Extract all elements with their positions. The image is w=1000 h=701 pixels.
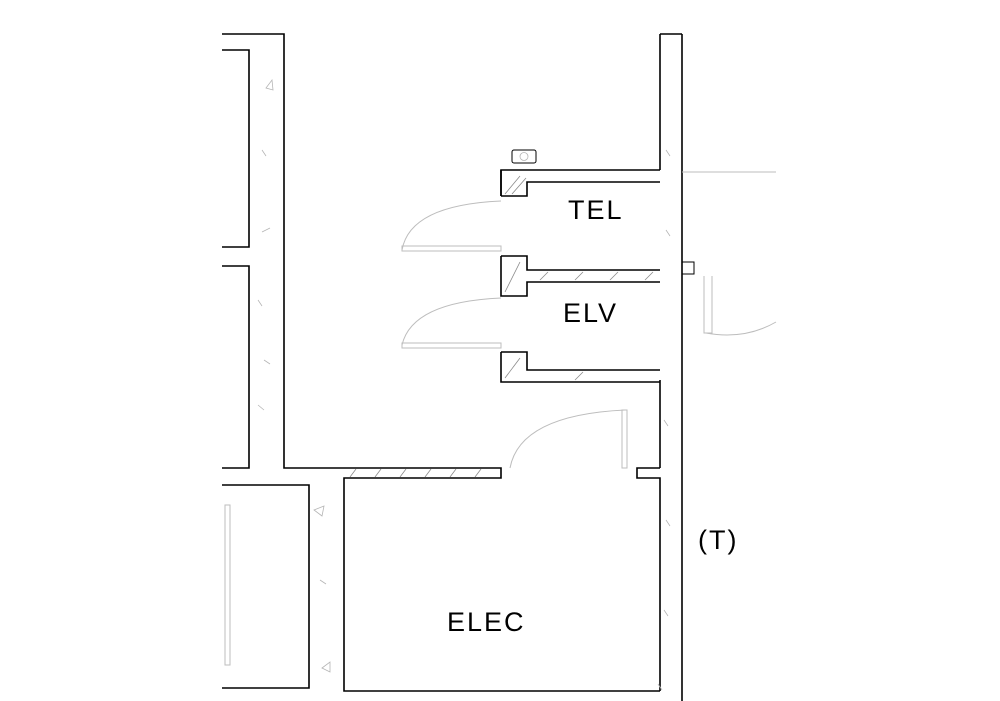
edge-label: (T) (698, 525, 738, 555)
elec-room: ELEC (349, 409, 628, 637)
tel-room: TEL (401, 149, 660, 297)
right-outer-wall (636, 33, 777, 701)
floor-drain-icon (511, 149, 537, 164)
elv-room: ELV (401, 297, 660, 383)
left-corridor-walls (222, 33, 660, 692)
room-label-elv: ELV (563, 298, 618, 328)
room-label-tel: TEL (568, 195, 624, 225)
concrete-texture (257, 78, 671, 691)
room-label-elec: ELEC (447, 607, 526, 637)
edge-label-group: (T) (698, 510, 836, 570)
